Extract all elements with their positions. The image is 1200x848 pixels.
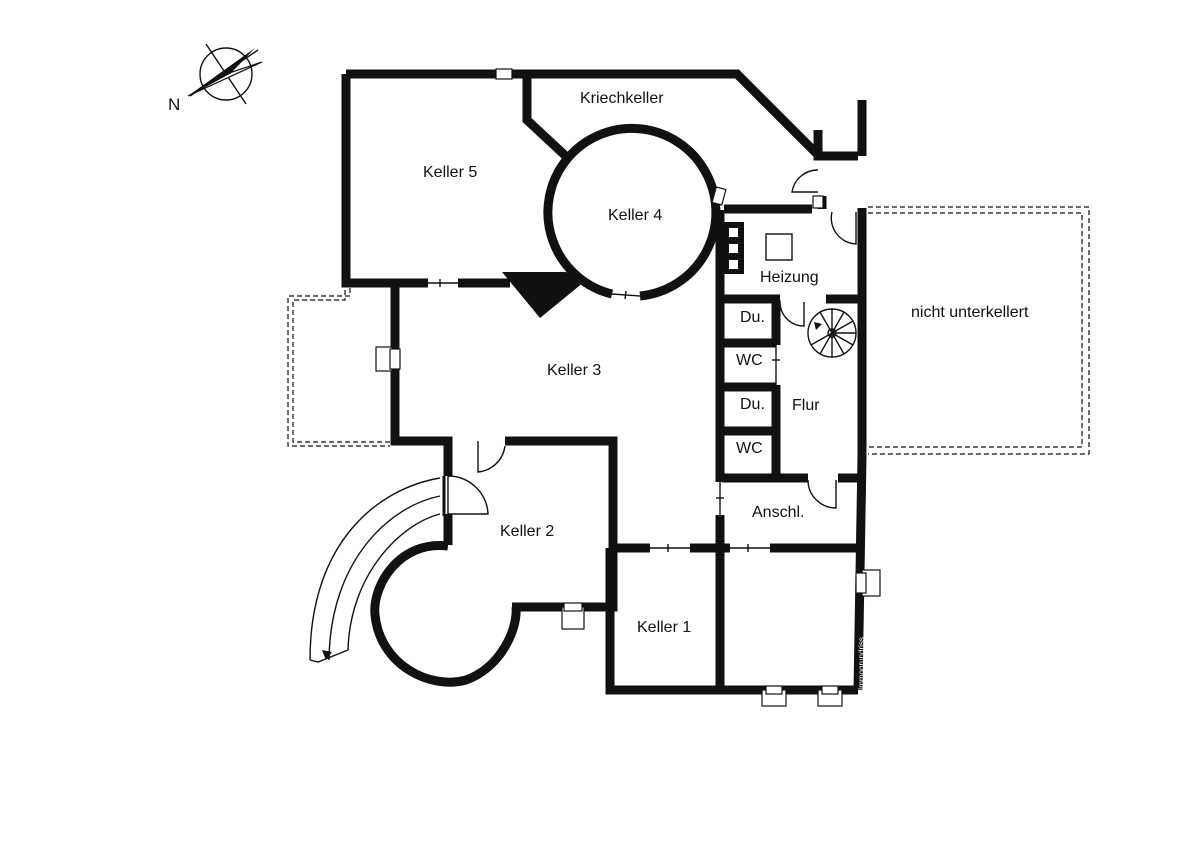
spiral-staircase-icon [807, 308, 857, 358]
room-label-keller-5: Keller 5 [423, 164, 477, 181]
room-label-wc-1: WC [736, 352, 763, 369]
room-label-keller-3: Keller 3 [547, 362, 601, 379]
room-label-nicht-unterkellert: nicht unterkellert [911, 304, 1029, 321]
interior-walls [522, 78, 858, 690]
room-label-keller-2: Keller 2 [500, 523, 554, 540]
heating-unit [765, 233, 793, 261]
room-label-du-1: Du. [740, 309, 765, 326]
watermark: Immogrundriss [857, 637, 866, 690]
door-gaps [428, 277, 780, 554]
room-label-flur: Flur [792, 397, 820, 414]
dashed-outline-east [868, 206, 1090, 455]
tower-keller-4 [502, 123, 721, 318]
room-label-anschl: Anschl. [752, 504, 804, 521]
windows [375, 68, 881, 707]
chimney-block [724, 222, 744, 274]
room-label-keller-1: Keller 1 [637, 619, 691, 636]
room-label-du-2: Du. [740, 396, 765, 413]
exterior-stair [309, 476, 446, 663]
dashed-outline-west [287, 288, 390, 447]
door-swings [447, 169, 857, 515]
compass-north-label: N [168, 95, 180, 114]
room-label-kriechkeller: Kriechkeller [580, 90, 664, 107]
room-label-keller-4: Keller 4 [608, 207, 662, 224]
room-label-heizung: Heizung [760, 269, 819, 286]
compass-icon [187, 43, 263, 105]
keller-2-curved-wall [370, 541, 521, 687]
room-label-wc-2: WC [736, 440, 763, 457]
